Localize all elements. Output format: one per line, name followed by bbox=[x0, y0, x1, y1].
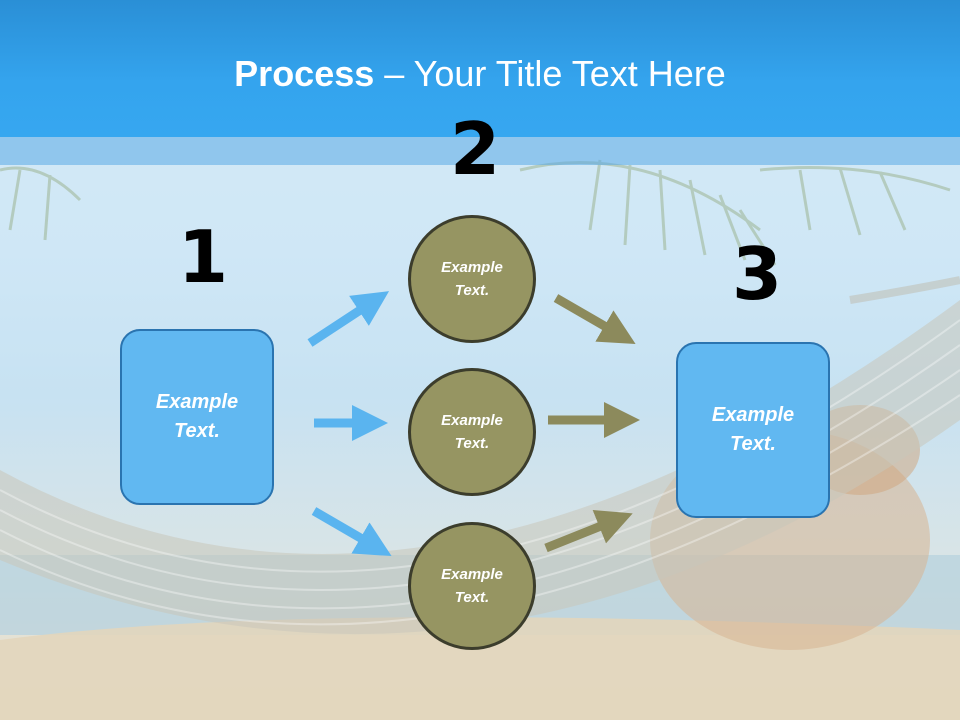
circle-bottom-text: Example Text. bbox=[441, 566, 503, 606]
step-3-text: Example Text. bbox=[711, 404, 795, 455]
circle-middle: Example Text. bbox=[408, 368, 536, 496]
arrow-1-to-bottom bbox=[311, 507, 392, 557]
step-3-box: Example Text. bbox=[676, 342, 830, 518]
slide-title: Process – Your Title Text Here bbox=[0, 52, 960, 96]
circle-bottom: Example Text. bbox=[408, 522, 536, 650]
step-number-3: 3 bbox=[732, 232, 783, 316]
circle-middle-text: Example Text. bbox=[441, 412, 503, 452]
arrow-top-to-3 bbox=[553, 294, 636, 345]
title-rest: – Your Title Text Here bbox=[374, 53, 726, 94]
title-band bbox=[0, 137, 960, 165]
step-number-2: 2 bbox=[450, 107, 501, 191]
circle-top: Example Text. bbox=[408, 215, 536, 343]
circle-top-text: Example Text. bbox=[441, 259, 503, 299]
step-1-box: Example Text. bbox=[120, 329, 274, 505]
step-1-text: Example Text. bbox=[155, 391, 239, 442]
title-bold: Process bbox=[234, 53, 375, 94]
arrow-1-to-top bbox=[307, 291, 390, 347]
arrow-bottom-to-3 bbox=[544, 509, 633, 553]
title-bar bbox=[0, 0, 960, 137]
step-number-1: 1 bbox=[178, 215, 229, 299]
